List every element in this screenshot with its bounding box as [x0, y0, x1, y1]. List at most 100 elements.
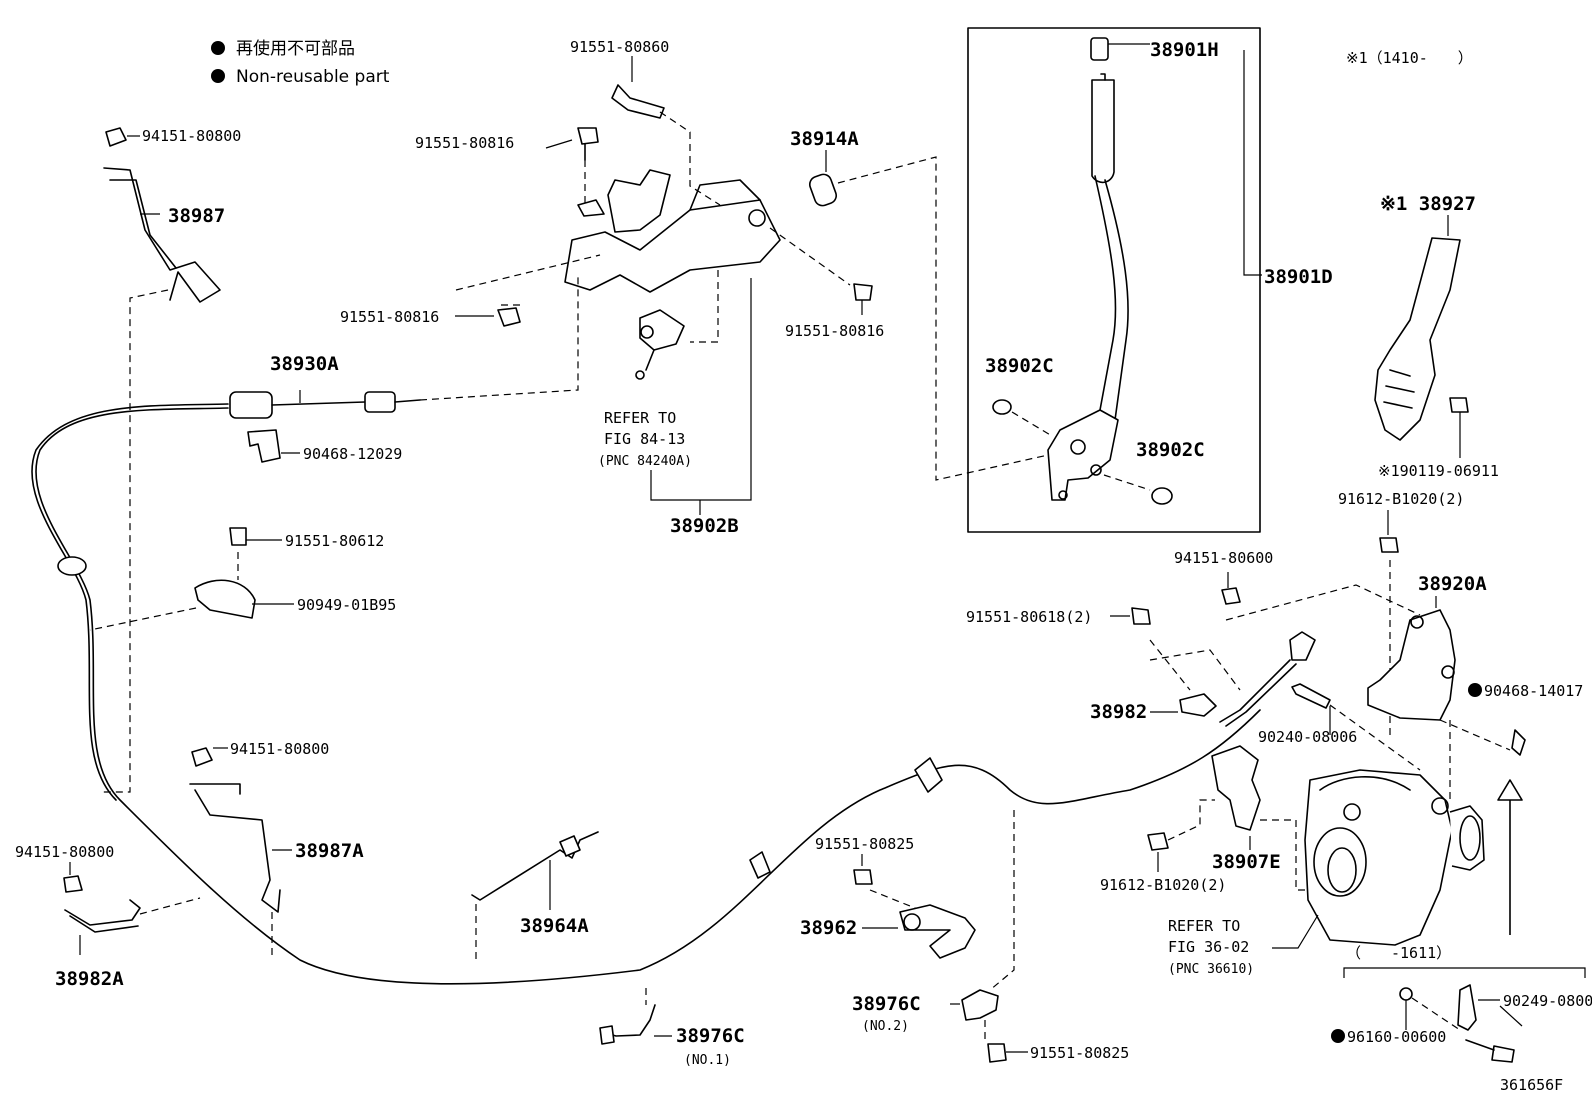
non-reusable-marker-icon: [211, 69, 225, 83]
cable-bracket-icon: [194, 579, 256, 619]
brake-actuator: [1304, 769, 1485, 946]
variant-note-bottom: （ -1611）: [1346, 944, 1451, 962]
cable-end-icon: [364, 391, 396, 413]
label-90949-01B95: 90949-01B95: [297, 596, 396, 614]
label-91551-80825-a: 91551-80825: [815, 835, 914, 853]
non-reusable-marker-icon: [1331, 1029, 1345, 1043]
label-38982A: 38982A: [55, 968, 124, 990]
bolt-icon: [987, 1043, 1007, 1063]
label-94151-80800-a: 94151-80800: [142, 127, 241, 145]
nut-icon: [105, 127, 127, 147]
cable-bracket-38962: [899, 904, 976, 959]
clip-90468-icon: [247, 429, 281, 463]
label-38902B: 38902B: [670, 515, 739, 537]
label-91551-80825-b: 91551-80825: [1030, 1044, 1129, 1062]
bolt-icon: [1491, 1045, 1515, 1063]
front-cable: [31, 391, 1261, 985]
fasteners-top: [497, 84, 873, 327]
bracket-38907E: [1211, 745, 1261, 831]
label-96160-00600: 96160-00600: [1347, 1028, 1446, 1046]
label-38987: 38987: [168, 205, 225, 227]
direction-arrow-icon: [1497, 779, 1523, 935]
label-94151-80800-b: 94151-80800: [230, 740, 329, 758]
nut-icon: [191, 747, 213, 767]
label-38982: 38982: [1090, 701, 1147, 723]
label-38901H: 38901H: [1150, 39, 1219, 61]
figure-id: 361656F: [1500, 1076, 1563, 1094]
label-91612-B1020-a: 91612-B1020(2): [1338, 490, 1464, 508]
refer-fig36-l1: REFER TO: [1168, 917, 1240, 935]
lever-cover-38927: [1374, 237, 1461, 441]
label-91551-80816-a: 91551-80816: [415, 134, 514, 152]
label-38962: 38962: [800, 917, 857, 939]
label-38930A: 38930A: [270, 353, 339, 375]
bolt-icon: [1379, 537, 1399, 553]
label-38976C-1: 38976C: [676, 1025, 745, 1047]
parking-brake-lever: [992, 37, 1262, 505]
label-38907E: 38907E: [1212, 851, 1281, 873]
variant-bracket: [1343, 967, 1586, 978]
label-no2: (NO.2): [862, 1019, 909, 1034]
nut-icon: [1221, 587, 1241, 605]
label-no1: (NO.1): [684, 1053, 731, 1068]
lever-bracket-assembly: [564, 169, 781, 380]
clip-icon: [1457, 984, 1477, 1031]
bolt-icon: [577, 127, 599, 145]
label-38902C-b: 38902C: [1136, 439, 1205, 461]
cable-guide-38964A: [471, 831, 599, 901]
bolt-icon: [1291, 683, 1331, 709]
label-90249-08001: 90249-08001: [1503, 992, 1592, 1010]
bolt-icon: [229, 527, 247, 546]
label-38920A: 38920A: [1418, 573, 1487, 595]
bolt-icon: [1131, 607, 1151, 625]
bolt-icon: [1147, 832, 1169, 851]
cable-clamp-no2: [961, 989, 999, 1021]
refer-fig84-l3: (PNC 84240A): [598, 454, 692, 469]
cable-guide-38987: [103, 167, 221, 303]
legend: 再使用不可部品 Non-reusable part: [211, 38, 390, 87]
label-91551-80612: 91551-80612: [285, 532, 384, 550]
bushing-icon: [992, 399, 1012, 415]
bushing-icon: [1151, 487, 1173, 505]
screw-icon: [1449, 397, 1469, 413]
lever-assembly-box: [967, 27, 1261, 533]
label-91551-80860: 91551-80860: [570, 38, 669, 56]
clip-icon: [1511, 729, 1526, 756]
label-38976C-2: 38976C: [852, 993, 921, 1015]
label-38964A: 38964A: [520, 915, 589, 937]
cable-guide-38987A: [189, 783, 281, 913]
label-38927: ※1 38927: [1380, 193, 1476, 215]
label-38901D: 38901D: [1264, 266, 1333, 288]
bolt-icon: [497, 307, 521, 327]
lever-grip-icon: [1091, 79, 1115, 184]
refer-fig36-l2: FIG 36-02: [1168, 938, 1249, 956]
lever-button-icon: [1090, 37, 1109, 61]
cable-guide-38982: [1179, 693, 1217, 717]
label-38914A: 38914A: [790, 128, 859, 150]
label-90468-12029: 90468-12029: [303, 445, 402, 463]
grommet-icon: [57, 556, 87, 576]
lever-bracket-icon: [1047, 409, 1119, 501]
refer-fig84-l2: FIG 84-13: [604, 430, 685, 448]
legend-japanese: 再使用不可部品: [236, 38, 355, 59]
refer-fig36-l3: (PNC 36610): [1168, 962, 1254, 977]
label-91612-B1020-b: 91612-B1020(2): [1100, 876, 1226, 894]
label-91551-80618: 91551-80618(2): [966, 608, 1092, 626]
label-90119-06911: ※190119-06911: [1378, 462, 1499, 480]
legend-english: Non-reusable part: [236, 67, 390, 87]
label-38987A: 38987A: [295, 840, 364, 862]
bolt-icon: [611, 84, 665, 119]
label-91551-80816-c: 91551-80816: [785, 322, 884, 340]
cable-adjuster-icon: [229, 391, 273, 419]
nut-icon: [63, 875, 83, 893]
variant-note-top: ※1（1410- ）: [1346, 49, 1473, 67]
refer-fig84-l1: REFER TO: [604, 409, 676, 427]
clip-icon: [749, 851, 771, 879]
label-94151-80800-c: 94151-80800: [15, 843, 114, 861]
bolt-icon: [853, 283, 873, 301]
label-90240-08006: 90240-08006: [1258, 728, 1357, 746]
label-90468-14017: 90468-14017: [1484, 682, 1583, 700]
non-reusable-marker-icon: [211, 41, 225, 55]
collar-icon: [808, 173, 838, 207]
